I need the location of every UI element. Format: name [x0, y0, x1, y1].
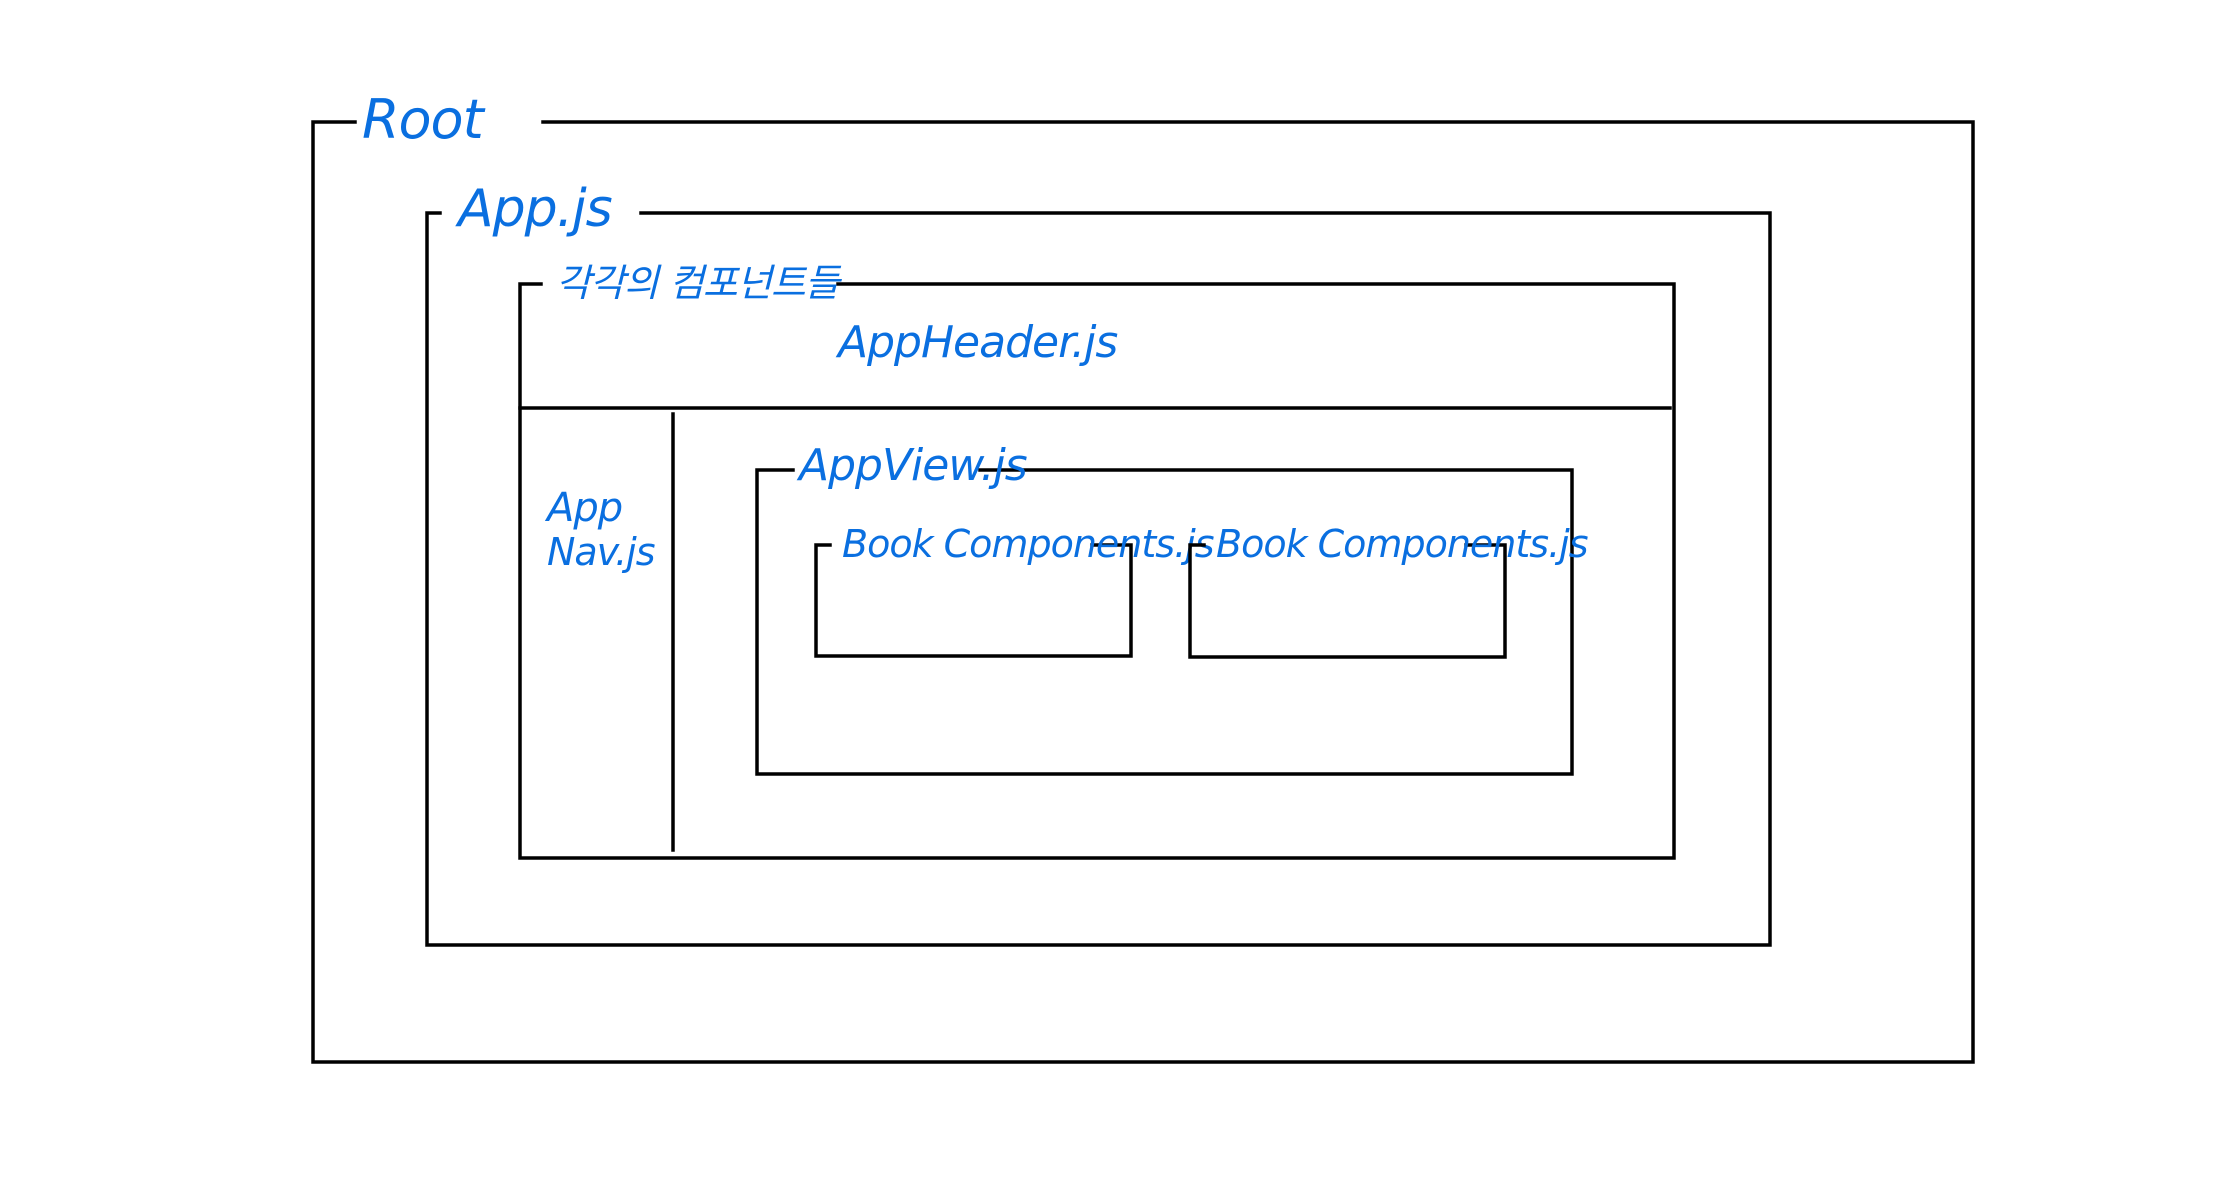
app-nav-label-line1: App: [544, 485, 622, 531]
book-components-label-1: Book Components.js: [842, 522, 1214, 566]
app-view-label: AppView.js: [796, 440, 1027, 491]
components-box: 각각의 컴포넌트들 AppHeader.js App Nav.js: [518, 261, 1676, 860]
app-header-label: AppHeader.js: [835, 317, 1117, 368]
book-components-box-1: Book Components.js: [814, 522, 1215, 658]
root-label: Root: [362, 88, 486, 151]
app-nav-label-line2: Nav.js: [547, 530, 655, 574]
root-box: Root: [311, 88, 1975, 1064]
app-box: App.js: [425, 179, 1772, 947]
components-label: 각각의 컴포넌트들: [556, 261, 843, 305]
book-components-label-2: Book Components.js: [1216, 522, 1588, 566]
book-components-box-2: Book Components.js: [1188, 522, 1589, 659]
app-label: App.js: [455, 179, 612, 239]
app-view-box: AppView.js: [755, 440, 1574, 776]
